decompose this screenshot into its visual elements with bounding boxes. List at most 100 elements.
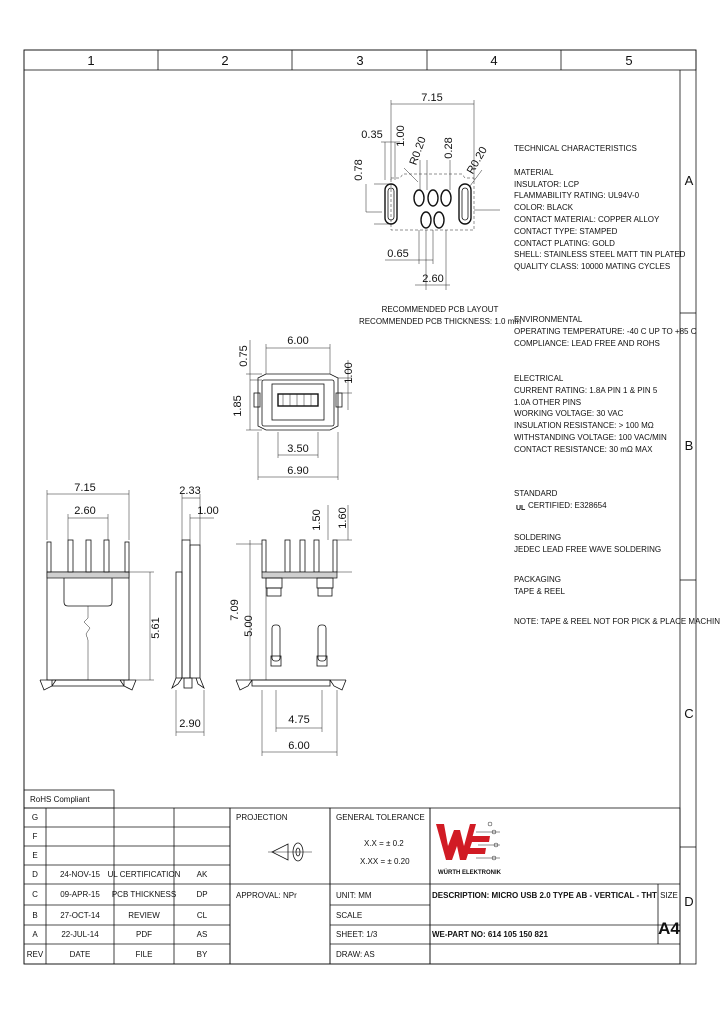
dim-pcb-078: 0.78 xyxy=(353,159,365,180)
spec-line: INSULATION RESISTANCE: > 100 MΩ xyxy=(514,421,654,431)
column-label-1: 1 xyxy=(87,53,94,68)
dim-top-690: 6.90 xyxy=(287,465,308,477)
pcb-caption-line2: RECOMMENDED PCB THICKNESS: 1.0 mm xyxy=(359,317,521,326)
general-tolerance-label: GENERAL TOLERANCE xyxy=(336,813,425,822)
pcb-layout-view xyxy=(365,100,500,290)
side-view xyxy=(171,494,214,736)
dim-front-260: 2.60 xyxy=(74,505,95,517)
spec-line: SHELL: STAINLESS STEEL MATT TIN PLATED xyxy=(514,250,686,260)
projection-symbol xyxy=(268,842,312,862)
dim-front-715: 7.15 xyxy=(74,482,95,494)
rev-date: 22-JUL-14 xyxy=(61,930,99,939)
row-label-a: A xyxy=(685,173,694,188)
spec-line: 1.0A OTHER PINS xyxy=(514,397,582,407)
approval-label: APPROVAL: NPr xyxy=(236,891,297,900)
spec-line: QUALITY CLASS: 10000 MATING CYCLES xyxy=(514,262,671,272)
dim-pcb-035: 0.35 xyxy=(361,129,382,141)
technical-characteristics: TECHNICAL CHARACTERISTICS MATERIAL INSUL… xyxy=(514,143,685,273)
standard-section: STANDARD CERTIFIED: E328654 xyxy=(514,488,607,512)
electrical-heading: ELECTRICAL xyxy=(514,374,564,383)
dim-top-600: 6.00 xyxy=(287,335,308,347)
spec-line: CERTIFIED: E328654 xyxy=(528,500,607,510)
dim-side-290: 2.90 xyxy=(179,718,200,730)
wurth-logo xyxy=(436,821,500,861)
rev-code: A xyxy=(32,930,38,939)
spec-line: CURRENT RATING: 1.8A PIN 1 & PIN 5 xyxy=(514,385,658,395)
row-label-d: D xyxy=(684,894,693,909)
rev-file: PCB THICKNESS xyxy=(112,890,176,899)
soldering-heading: SOLDERING xyxy=(514,533,562,542)
drawn-label: DRAW: AS xyxy=(336,950,375,959)
sheet-label: SHEET: 1/3 xyxy=(336,930,378,939)
size-label: SIZE xyxy=(660,891,678,900)
dim-side-100: 1.00 xyxy=(197,505,218,517)
column-label-4: 4 xyxy=(490,53,497,68)
dim-rear-500: 5.00 xyxy=(243,615,255,636)
packaging-heading: PACKAGING xyxy=(514,575,561,584)
rev-header-rev: REV xyxy=(27,950,44,959)
spec-line: JEDEC LEAD FREE WAVE SOLDERING xyxy=(514,544,662,554)
environmental-section: ENVIRONMENTAL OPERATING TEMPERATURE: -40… xyxy=(514,314,697,349)
top-view xyxy=(246,340,352,480)
column-label-5: 5 xyxy=(625,53,632,68)
part-number-label: WE-PART NO: 614 105 150 821 xyxy=(432,930,548,939)
unit-label: UNIT: MM xyxy=(336,891,372,900)
scale-label: SCALE xyxy=(336,911,362,920)
title-block xyxy=(23,789,681,965)
rear-view xyxy=(235,505,352,756)
rev-file: PDF xyxy=(136,930,152,939)
dim-top-100: 1.00 xyxy=(343,362,355,383)
dim-rear-150: 1.50 xyxy=(311,509,323,530)
rev-header-file: FILE xyxy=(136,950,153,959)
rev-by: AK xyxy=(197,870,208,879)
spec-line: INSULATOR: LCP xyxy=(514,179,580,189)
dim-rear-160: 1.60 xyxy=(337,507,349,528)
spec-line: CONTACT PLATING: GOLD xyxy=(514,238,615,248)
dim-pcb-028: 0.28 xyxy=(443,137,455,158)
projection-label: PROJECTION xyxy=(236,813,288,822)
rev-file: REVIEW xyxy=(128,911,160,920)
spec-line: OPERATING TEMPERATURE: -40 C UP TO +85 C xyxy=(514,326,697,336)
dim-top-185: 1.85 xyxy=(232,395,244,416)
ul-mark-icon: UL xyxy=(516,505,526,512)
spec-line: CONTACT RESISTANCE: 30 mΩ MAX xyxy=(514,444,653,454)
environmental-heading: ENVIRONMENTAL xyxy=(514,315,583,324)
rev-code: D xyxy=(32,870,38,879)
note-text: NOTE: TAPE & REEL NOT FOR PICK & PLACE M… xyxy=(514,617,720,626)
spec-line: COMPLIANCE: LEAD FREE AND ROHS xyxy=(514,338,660,348)
dim-rear-475: 4.75 xyxy=(288,714,309,726)
spec-line: FLAMMABILITY RATING: UL94V-0 xyxy=(514,191,640,201)
tolerance-two-decimal: X.XX = ± 0.20 xyxy=(360,857,410,866)
rev-date: 09-APR-15 xyxy=(60,890,100,899)
dim-pcb-r020-right: R0.20 xyxy=(465,145,490,176)
size-value: A4 xyxy=(658,919,680,938)
dim-top-350: 3.50 xyxy=(287,443,308,455)
spec-line: CONTACT TYPE: STAMPED xyxy=(514,226,618,236)
rev-code: F xyxy=(33,832,38,841)
pcb-slot-right xyxy=(458,183,472,225)
dim-front-561: 5.61 xyxy=(150,617,162,638)
spec-line: TAPE & REEL xyxy=(514,586,565,596)
rev-code: B xyxy=(32,911,37,920)
column-label-2: 2 xyxy=(221,53,228,68)
soldering-section: SOLDERING JEDEC LEAD FREE WAVE SOLDERING xyxy=(514,532,661,556)
dim-pcb-r020-left: R0.20 xyxy=(408,135,429,167)
dim-pcb-065: 0.65 xyxy=(387,248,408,260)
dim-pcb-width: 7.15 xyxy=(421,92,442,104)
rev-by: DP xyxy=(196,890,207,899)
column-label-3: 3 xyxy=(356,53,363,68)
tolerance-one-decimal: X.X = ± 0.2 xyxy=(364,839,404,848)
pcb-caption-line1: RECOMMENDED PCB LAYOUT xyxy=(382,305,499,314)
note-section: NOTE: TAPE & REEL NOT FOR PICK & PLACE M… xyxy=(514,616,720,628)
rev-header-date: DATE xyxy=(70,950,91,959)
dim-pcb-260: 2.60 xyxy=(422,273,443,285)
dim-pcb-100: 1.00 xyxy=(395,125,407,146)
front-view xyxy=(39,490,154,691)
dim-top-075: 0.75 xyxy=(238,345,250,366)
rev-code: C xyxy=(32,890,38,899)
rev-by: CL xyxy=(197,911,208,920)
technical-heading: TECHNICAL CHARACTERISTICS xyxy=(514,144,637,153)
electrical-section: ELECTRICAL CURRENT RATING: 1.8A PIN 1 & … xyxy=(514,373,667,456)
spec-line: WITHSTANDING VOLTAGE: 100 VAC/MIN xyxy=(514,432,667,442)
